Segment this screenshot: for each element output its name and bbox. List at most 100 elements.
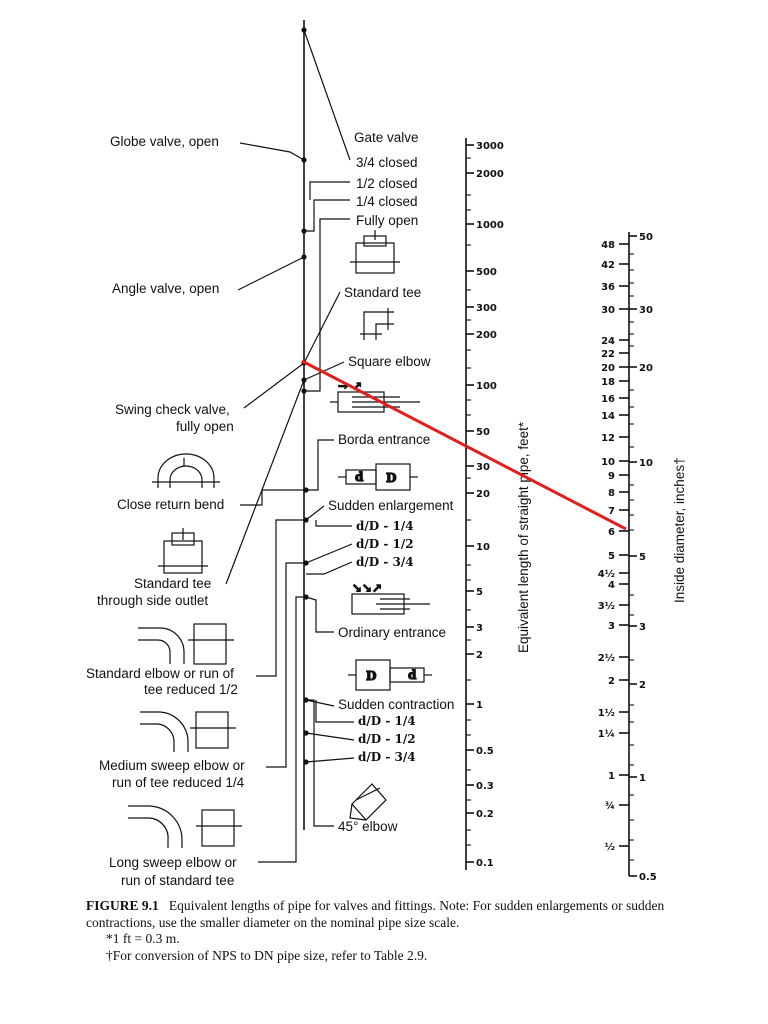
- diameter-tick-label-right: 3: [639, 622, 646, 633]
- equiv-tick-label: 500: [476, 267, 497, 278]
- label-con-d1: d/D - 1/4: [358, 714, 416, 728]
- diameter-tick-label-left: 1½: [598, 708, 615, 719]
- equiv-tick-label: 0.5: [476, 746, 494, 757]
- diameter-tick-label-left: 36: [601, 282, 615, 293]
- diameter-tick-label-left: ½: [605, 842, 615, 853]
- elbow-45-icon: [349, 783, 387, 821]
- svg-text:↘↘↗: ↘↘↗: [352, 581, 382, 595]
- leader-half-closed: [309, 181, 350, 200]
- caption-footnote-1: *1 ft = 0.3 m.: [106, 931, 180, 946]
- label-enl-d3: d/D - 3/4: [356, 555, 414, 569]
- equiv-tick-label: 0.1: [476, 858, 494, 869]
- label-three-quarter-closed: 3/4 closed: [356, 155, 418, 170]
- svg-text:D: D: [366, 669, 376, 683]
- equiv-tick-label: 1: [476, 700, 483, 711]
- diameter-tick-label-left: 5: [608, 551, 615, 562]
- equiv-tick-label: 2000: [476, 169, 504, 180]
- equiv-tick-label: 3000: [476, 141, 504, 152]
- leader-borda: [306, 439, 334, 491]
- leader-con-d3: [305, 757, 355, 763]
- diameter-tick-label-right: 30: [639, 305, 653, 316]
- equivalent-length-axis-title: Equivalent length of straight pipe, feet…: [516, 421, 531, 653]
- diameter-tick-label-left: 20: [601, 363, 615, 374]
- leader-enl-d3: [306, 561, 353, 575]
- diameter-tick-label-left: ¾: [605, 801, 615, 812]
- diameter-tick-label-right: 20: [639, 363, 653, 374]
- equiv-tick-label: 0.2: [476, 809, 494, 820]
- diameter-tick-label-right: 0.5: [639, 872, 657, 883]
- label-enl-d2: d/D - 1/2: [356, 537, 414, 551]
- diameter-tick-label-left: 6: [608, 527, 615, 538]
- equiv-tick-label: 1000: [476, 220, 504, 231]
- leader-fully-open: [304, 218, 350, 392]
- medium-sweep-elbow-icons: [140, 711, 236, 752]
- diameter-tick-label-right: 2: [639, 680, 646, 691]
- label-sudden-enlargement: Sudden enlargement: [328, 498, 454, 513]
- caption-footnote-2: †For conversion of NPS to DN pipe size, …: [106, 947, 428, 963]
- sudden-contraction-icon: D d: [348, 659, 432, 691]
- equiv-tick-label: 20: [476, 489, 490, 500]
- caption-main: FIGURE 9.1 Equivalent lengths of pipe fo…: [86, 898, 726, 931]
- diameter-tick-label-left: 2: [608, 676, 615, 687]
- close-return-bend-icon: [152, 453, 220, 488]
- diameter-tick-label-right: 5: [639, 552, 646, 563]
- equiv-tick-label: 5: [476, 587, 483, 598]
- equiv-tick-label: 10: [476, 542, 490, 553]
- equiv-tick-label: 3: [476, 623, 483, 634]
- diameter-tick-label-left: 22: [601, 349, 615, 360]
- standard-tee-side-outlet-icon: [158, 528, 208, 574]
- leader-med-sweep: [266, 562, 306, 768]
- label-std-elbow-1: Standard elbow or run of: [86, 666, 234, 681]
- leader-globe-valve: [239, 142, 305, 161]
- leader-quarter-closed: [304, 199, 350, 232]
- diameter-tick-label-left: 10: [601, 457, 615, 468]
- diameter-tick-label-left: 12: [601, 433, 615, 444]
- example-solution-line: [301, 359, 627, 531]
- diameter-tick-label-left: 3: [608, 621, 615, 632]
- equiv-tick-label: 0.3: [476, 781, 494, 792]
- label-med-sweep-2: run of tee reduced 1/4: [112, 775, 245, 790]
- label-half-closed: 1/2 closed: [356, 176, 418, 191]
- leader-angle-valve: [237, 256, 305, 291]
- label-close-return-bend: Close return bend: [117, 497, 224, 512]
- ordinary-entrance-icon: ↘↘↗: [351, 580, 430, 615]
- svg-text:D: D: [386, 471, 396, 485]
- diameter-tick-label-right: 50: [639, 232, 653, 243]
- standard-elbow-icons: [138, 623, 234, 665]
- label-swing-check-1: Swing check valve,: [115, 402, 230, 417]
- label-standard-tee: Standard tee: [344, 285, 421, 300]
- diameter-tick-label-left: 1: [608, 771, 615, 782]
- equiv-tick-label: 2: [476, 650, 483, 661]
- inside-diameter-ticks: 5030201053210.54842363024222018161412109…: [598, 232, 657, 883]
- label-fully-open: Fully open: [356, 213, 418, 228]
- label-con-d3: d/D - 3/4: [358, 750, 416, 764]
- diameter-tick-label-left: 3½: [598, 601, 615, 612]
- leader-std-tee-side: [225, 379, 305, 585]
- leader-standard-tee: [303, 291, 341, 364]
- inside-diameter-axis-title: Inside diameter, inches†: [672, 457, 687, 603]
- label-elbow-45: 45° elbow: [338, 819, 398, 834]
- diameter-tick-label-left: 9: [608, 471, 615, 482]
- equiv-tick-label: 200: [476, 330, 497, 341]
- diameter-tick-label-right: 1: [639, 773, 646, 784]
- label-long-sweep-2: run of standard tee: [121, 873, 234, 888]
- equiv-tick-label: 30: [476, 462, 490, 473]
- leader-close-return: [240, 489, 306, 506]
- diameter-tick-label-left: 14: [601, 411, 615, 422]
- diameter-tick-label-left: 1¼: [598, 728, 615, 740]
- label-ordinary-entrance: Ordinary entrance: [338, 625, 446, 640]
- label-long-sweep-1: Long sweep elbow or: [109, 855, 237, 870]
- leader-elbow-45: [306, 699, 334, 827]
- diameter-tick-label-left: 8: [608, 488, 615, 499]
- label-angle-valve: Angle valve, open: [112, 281, 219, 296]
- leader-std-elbow: [256, 519, 306, 677]
- svg-text:d: d: [408, 668, 417, 682]
- label-enl-d1: d/D - 1/4: [356, 519, 414, 533]
- sudden-enlargement-icon: D d: [338, 463, 418, 491]
- label-borda-entrance: Borda entrance: [338, 432, 430, 447]
- leader-swing-check: [243, 362, 305, 409]
- diameter-tick-label-left: 42: [601, 260, 615, 271]
- caption-text: Equivalent lengths of pipe for valves an…: [86, 898, 665, 930]
- leader-con-d1: [315, 700, 354, 723]
- label-med-sweep-1: Medium sweep elbow or: [99, 758, 245, 773]
